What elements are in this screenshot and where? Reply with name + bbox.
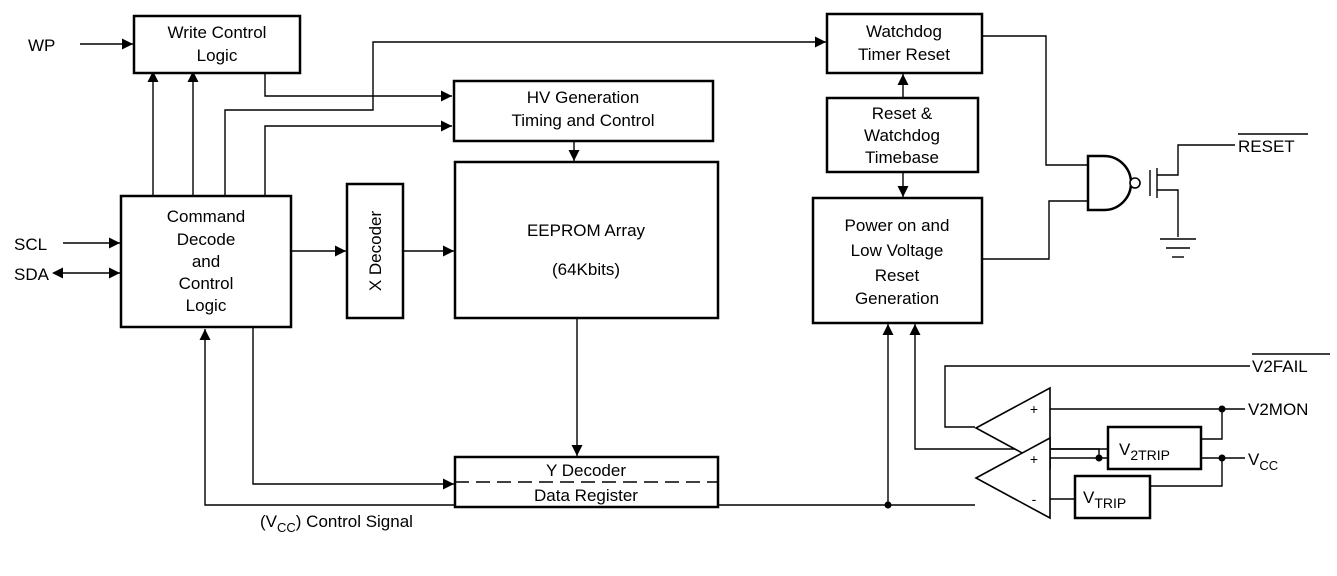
wire-cmd-to-watchdog xyxy=(224,36,826,195)
write-control-line-1: Write Control xyxy=(168,23,267,42)
power-on-line-1: Power on and xyxy=(845,216,950,235)
control-signal-open: (V xyxy=(260,512,278,531)
x-decoder-block: X Decoder xyxy=(345,182,405,320)
sda-label: SDA xyxy=(14,265,50,284)
control-signal-sub: CC xyxy=(277,520,296,535)
power-on-line-3: Reset xyxy=(875,266,920,285)
command-line-4: Control xyxy=(179,274,234,293)
v2fail-label: V2FAIL xyxy=(1252,357,1308,376)
wire-cmd-to-hv xyxy=(264,120,452,195)
inverter-bubble xyxy=(1129,177,1141,189)
hv-generation-block: HV Generation Timing and Control xyxy=(452,79,715,143)
y-decoder-label: Y Decoder xyxy=(546,461,626,480)
power-on-line-4: Generation xyxy=(855,289,939,308)
hv-generation-line-1: HV Generation xyxy=(527,88,639,107)
hv-generation-line-2: Timing and Control xyxy=(512,111,655,130)
junction-v2mon xyxy=(1218,405,1226,413)
reset-timebase-block: Reset & Watchdog Timebase xyxy=(825,96,980,174)
write-control-block: Write Control Logic xyxy=(132,14,302,75)
wire-write-to-hv xyxy=(264,73,452,102)
comparator-vcc-minus: - xyxy=(1032,491,1037,507)
command-decode-block: Command Decode and Control Logic xyxy=(119,194,293,329)
eeprom-line-2: (64Kbits) xyxy=(552,260,620,279)
wire-vccnode-to-poweron xyxy=(909,324,1100,457)
wires xyxy=(52,35,1250,509)
control-signal-rest: ) Control Signal xyxy=(296,512,413,531)
vcc-label: VCC xyxy=(1248,450,1278,473)
command-line-1: Command xyxy=(167,207,245,226)
vcc-main: V xyxy=(1248,450,1260,469)
y-decoder-data-register-block: Y Decoder Data Register xyxy=(453,455,720,509)
timebase-line-3: Timebase xyxy=(865,148,939,167)
watchdog-line-1: Watchdog xyxy=(866,22,942,41)
svg-text:VTRIP: VTRIP xyxy=(1083,488,1126,511)
junction-vcc-node xyxy=(1095,454,1103,462)
eeprom-array-block: EEPROM Array (64Kbits) xyxy=(453,160,720,320)
v2mon-label: V2MON xyxy=(1248,400,1308,419)
wire-vtrip-right xyxy=(1150,458,1223,487)
v2trip-sub: 2TRIP xyxy=(1130,447,1170,463)
wire-v2trip-right xyxy=(1201,409,1223,440)
wire-poweron-to-and xyxy=(982,200,1088,260)
vtrip-main: V xyxy=(1083,488,1095,507)
comparator-vcc-plus: + xyxy=(1030,451,1038,467)
wire-v2fail xyxy=(944,365,1250,428)
junction-vcc xyxy=(1218,454,1226,462)
and-gate xyxy=(1086,154,1141,212)
v2trip-main: V xyxy=(1119,440,1131,459)
watchdog-timer-reset-block: Watchdog Timer Reset xyxy=(825,12,984,75)
wire-cmd-to-ydec xyxy=(252,327,454,490)
svg-text:V2TRIP: V2TRIP xyxy=(1119,440,1170,463)
power-on-reset-block: Power on and Low Voltage Reset Generatio… xyxy=(811,196,984,325)
wire-watchdog-to-and xyxy=(982,35,1088,166)
data-register-label: Data Register xyxy=(534,486,638,505)
command-line-3: and xyxy=(192,252,220,271)
control-signal-label: (VCC) Control Signal xyxy=(260,512,413,535)
vcc-sub: CC xyxy=(1259,458,1278,473)
x-decoder-label: X Decoder xyxy=(366,211,385,292)
timebase-line-2: Watchdog xyxy=(864,126,940,145)
v2trip-block: V2TRIP xyxy=(1106,425,1203,471)
comparator-v2mon-plus: + xyxy=(1030,401,1038,417)
junction-control xyxy=(884,501,892,509)
timebase-line-1: Reset & xyxy=(872,104,933,123)
eeprom-line-1: EEPROM Array xyxy=(527,221,646,240)
vtrip-sub: TRIP xyxy=(1094,495,1126,511)
command-line-5: Logic xyxy=(186,296,227,315)
comparator-vcc: + - xyxy=(974,436,1051,520)
vtrip-block: VTRIP xyxy=(1073,474,1152,520)
reset-label: RESET xyxy=(1238,137,1295,156)
scl-label: SCL xyxy=(14,235,47,254)
mosfet-transistor xyxy=(1149,144,1235,258)
power-on-line-2: Low Voltage xyxy=(851,241,944,260)
wp-label: WP xyxy=(28,36,55,55)
command-line-2: Decode xyxy=(177,230,236,249)
write-control-line-2: Logic xyxy=(197,46,238,65)
watchdog-line-2: Timer Reset xyxy=(858,45,950,64)
